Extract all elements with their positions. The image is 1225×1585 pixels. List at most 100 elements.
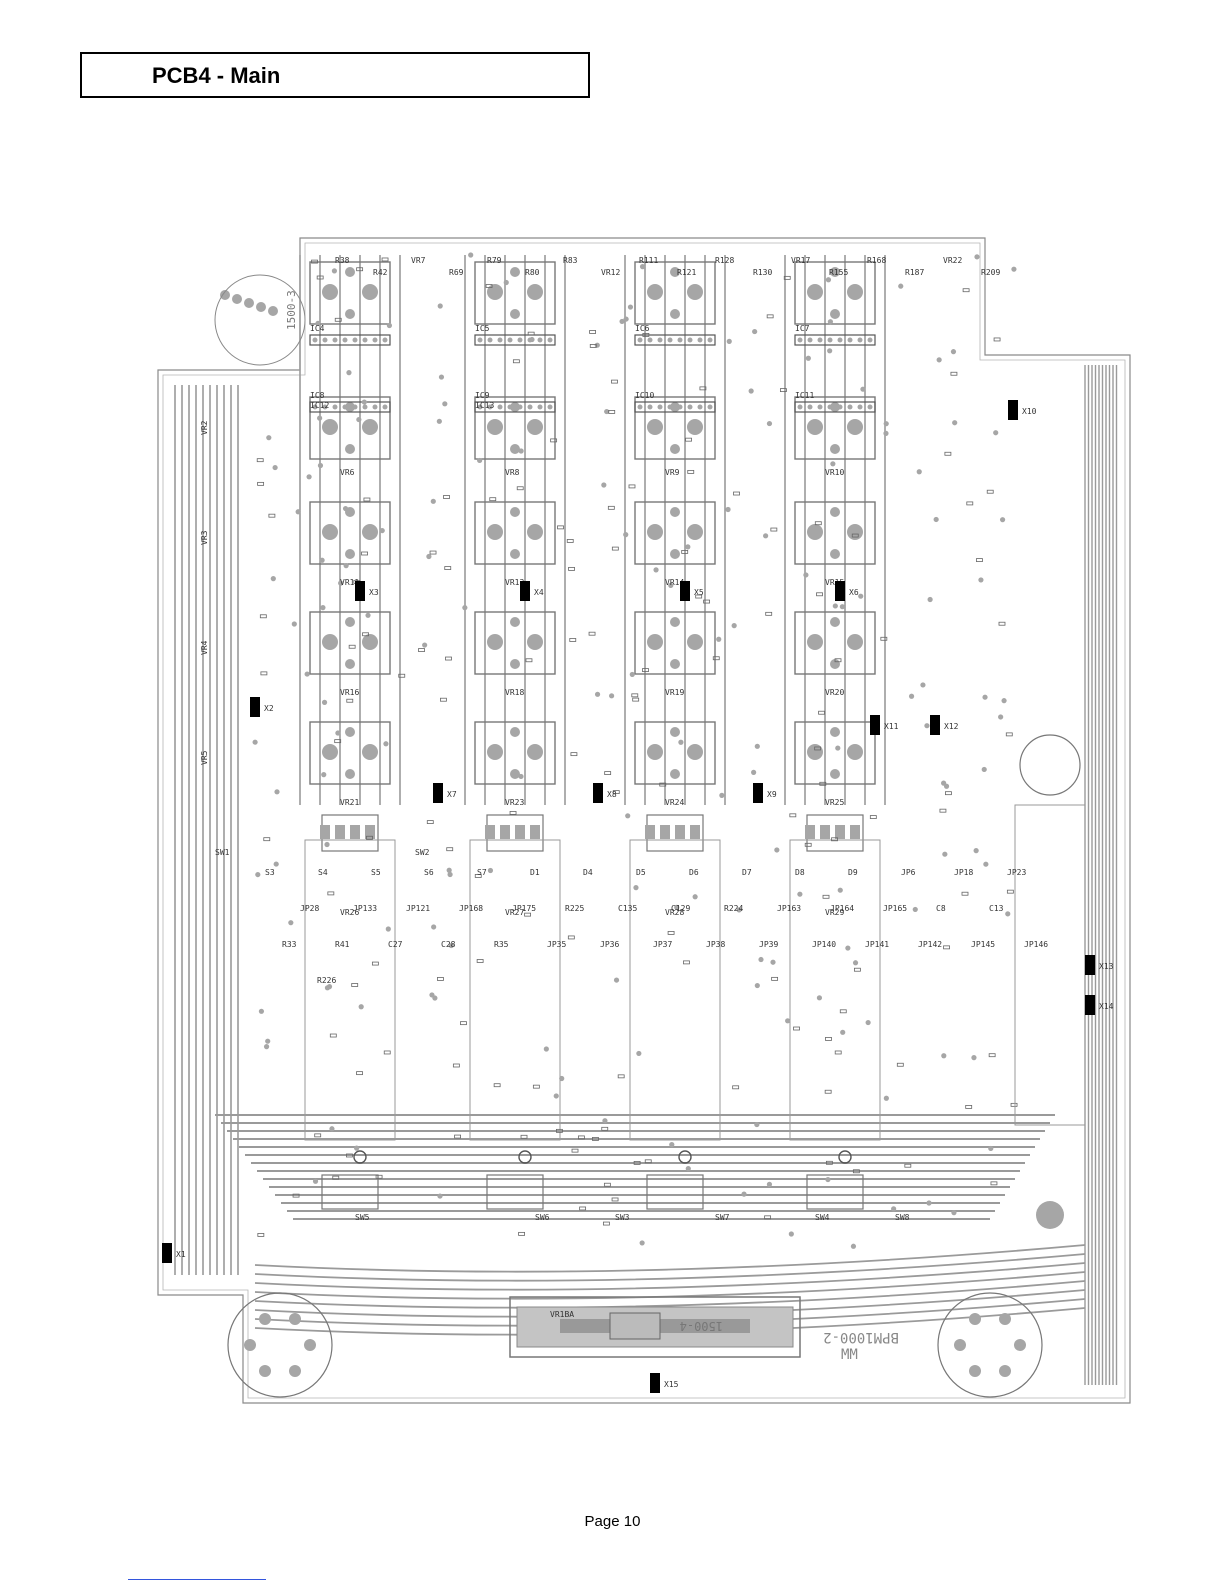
top-label: R38 — [335, 256, 350, 265]
via-pad — [322, 747, 328, 753]
vr-label: VR15 — [825, 578, 844, 587]
vr-label: VR3 — [200, 530, 209, 545]
pot-pad — [830, 267, 840, 277]
via-pad — [891, 1206, 897, 1212]
ic-pin — [527, 404, 533, 410]
resistor — [814, 521, 822, 526]
misc-label: R35 — [494, 940, 509, 949]
via-pad — [619, 318, 625, 325]
via-pad — [422, 642, 428, 648]
via-pad — [263, 1044, 270, 1050]
via-pad — [379, 527, 385, 534]
resistor — [257, 1233, 265, 1237]
resistor — [446, 847, 454, 852]
fader-pad — [850, 825, 860, 839]
resistor — [268, 513, 276, 518]
ic-pin — [837, 404, 843, 410]
resistor — [851, 533, 859, 538]
via-pad — [446, 867, 452, 873]
via-pad — [291, 621, 297, 627]
jumper-block — [870, 715, 880, 735]
pot-pad — [847, 744, 863, 760]
resistor — [825, 1160, 833, 1165]
misc-label: JP175 — [512, 904, 536, 913]
fader-area-right — [1014, 804, 1086, 1126]
via-pad — [719, 792, 725, 798]
jumper-label: X10 — [1022, 407, 1037, 416]
ic-pin — [517, 404, 523, 410]
via-pad — [716, 636, 722, 642]
via-pad — [639, 1240, 645, 1246]
ic-pin — [797, 404, 803, 410]
misc-label: S3 — [265, 868, 275, 877]
via-pad — [343, 563, 349, 569]
via-pad — [274, 789, 280, 795]
resistor — [363, 497, 371, 502]
pot-pad — [687, 419, 703, 435]
pot-pad — [527, 524, 543, 540]
resistor — [550, 438, 558, 443]
via-pad — [426, 553, 432, 560]
via-pad — [321, 772, 327, 778]
via-pad — [839, 604, 845, 610]
fader-area — [304, 839, 396, 1141]
ic-pin — [477, 337, 483, 343]
resistor — [520, 1134, 528, 1139]
resistor — [642, 668, 649, 672]
pot-pad — [510, 727, 520, 737]
via-pad — [941, 1053, 947, 1059]
connector-pin — [289, 1313, 301, 1326]
ic-pin — [487, 404, 493, 410]
ic-pin — [352, 404, 358, 410]
board-code-text: MM — [841, 1347, 858, 1363]
jumper-block — [680, 581, 690, 601]
switch-label: SW5 — [355, 1213, 370, 1222]
misc-label: S4 — [318, 868, 328, 877]
connector-pin — [999, 1313, 1011, 1326]
via-pad — [361, 399, 367, 405]
ic-pin — [817, 337, 823, 343]
resistor — [834, 658, 842, 663]
via-pad — [1001, 698, 1007, 704]
pot-pad — [647, 284, 663, 300]
pot-pad — [807, 284, 823, 300]
led — [838, 1150, 852, 1164]
via-pad — [436, 418, 442, 424]
fader-pad — [335, 825, 345, 839]
resistor — [966, 501, 974, 506]
ic-pin — [817, 404, 823, 410]
switch-label: SW2 — [415, 848, 430, 857]
via-pad — [430, 498, 436, 504]
resistor — [839, 1009, 847, 1014]
fader-pad — [515, 825, 525, 839]
fader-pad — [645, 825, 655, 839]
pot-pad — [487, 419, 503, 435]
via-pad — [860, 386, 866, 392]
via-pad — [832, 603, 838, 609]
jumper-label: X14 — [1099, 1002, 1114, 1011]
resistor — [476, 959, 484, 963]
resistor — [571, 1148, 579, 1153]
misc-label: JP140 — [812, 940, 836, 949]
via-pad — [797, 891, 803, 897]
potentiometer-footprint — [309, 721, 391, 785]
misc-label: C28 — [441, 940, 456, 949]
resistor — [765, 611, 773, 616]
via-pad — [883, 430, 889, 436]
misc-label: JP133 — [353, 904, 377, 913]
ic-pin — [312, 337, 318, 343]
resistor — [986, 489, 994, 494]
ic-label: IC11 — [795, 391, 814, 400]
resistor — [375, 1174, 383, 1179]
resistor — [327, 891, 335, 896]
via-pad — [805, 355, 811, 361]
via-pad — [636, 1050, 642, 1057]
pot-pad — [830, 507, 840, 517]
resistor — [642, 333, 650, 337]
via-pad — [770, 959, 776, 965]
via-pad — [926, 1200, 932, 1206]
fader-area — [629, 839, 721, 1141]
via-pad — [653, 567, 659, 573]
switch-footprint — [486, 1174, 544, 1210]
